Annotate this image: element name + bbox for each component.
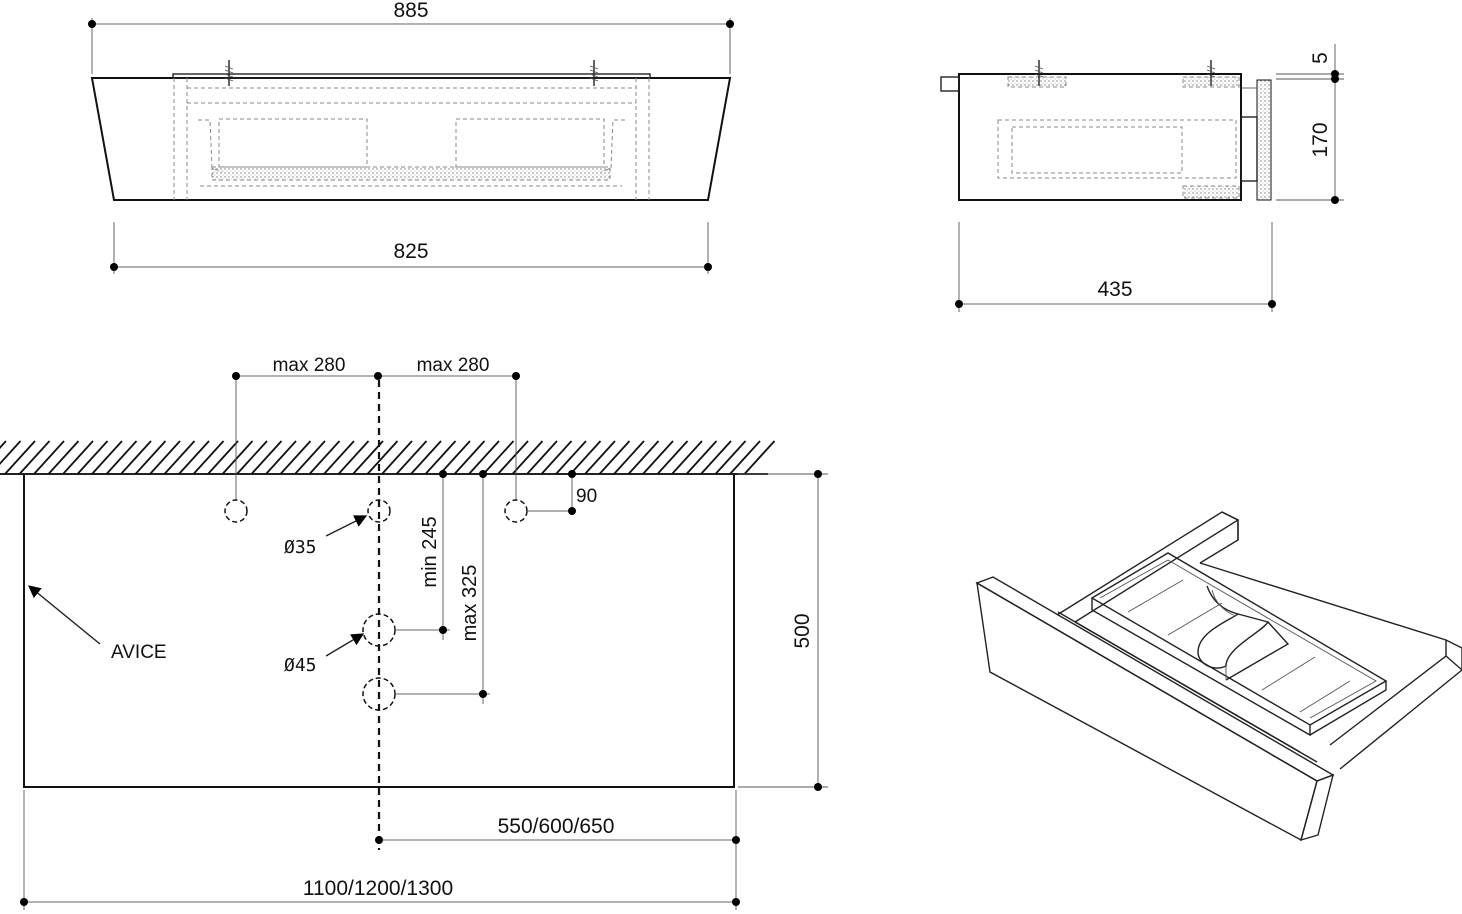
hatch-stroke <box>482 440 515 475</box>
hatch-stroke <box>308 440 341 475</box>
edge-offset-label: 90 <box>576 486 597 507</box>
wall-hatching <box>0 440 776 475</box>
left-spacing-label: max 280 <box>273 355 346 376</box>
hole-right <box>504 499 528 523</box>
hatch-stroke <box>323 440 355 475</box>
hatch-stroke <box>439 440 471 475</box>
front-bottom-dimension: 825 <box>393 240 428 263</box>
hatch-stroke <box>47 440 80 475</box>
hatch-stroke <box>642 440 674 475</box>
hatch-stroke <box>279 440 312 475</box>
hole-center-small <box>367 499 391 523</box>
hatch-stroke <box>613 440 645 475</box>
hatch-stroke <box>671 440 703 475</box>
hatch-stroke <box>540 440 573 475</box>
hatch-stroke <box>149 440 181 475</box>
right-spacing-label: max 280 <box>417 355 490 376</box>
hatch-stroke <box>468 440 500 475</box>
hatch-stroke <box>526 440 558 475</box>
hatch-stroke <box>207 440 239 475</box>
hatch-stroke <box>381 440 413 475</box>
hatch-stroke <box>76 440 109 475</box>
hatch-stroke <box>33 440 65 475</box>
hatch-stroke <box>294 440 326 475</box>
hatch-stroke <box>555 440 587 475</box>
side-height-dimension: 170 <box>1309 122 1332 157</box>
plan-view: max 280 max 280 90 min 245 max 325 Ø35 Ø <box>0 355 828 910</box>
hatch-stroke <box>0 440 7 449</box>
hatch-stroke <box>4 440 36 475</box>
hatch-stroke <box>656 440 689 475</box>
hatch-stroke <box>627 440 660 475</box>
hatch-stroke <box>410 440 442 475</box>
screw-icon <box>589 60 599 86</box>
hatch-stroke <box>120 440 152 475</box>
hatch-stroke <box>743 440 776 475</box>
screw-icon <box>224 60 234 86</box>
hatch-stroke <box>265 440 297 475</box>
hatch-stroke <box>250 440 283 475</box>
hatch-stroke <box>192 440 225 475</box>
hatch-stroke <box>337 440 370 475</box>
hatch-stroke <box>598 440 631 475</box>
hole-left <box>224 499 248 523</box>
hatch-stroke <box>453 440 486 475</box>
hatch-stroke <box>0 440 22 465</box>
hatch-stroke <box>221 440 254 475</box>
hatch-stroke <box>569 440 602 475</box>
hatch-stroke <box>163 440 196 475</box>
hatch-stroke <box>236 440 268 475</box>
total-width-label: 1100/1200/1300 <box>303 877 453 900</box>
small-hole-diameter-label: Ø35 <box>284 537 317 558</box>
large-hole-diameter-label: Ø45 <box>284 655 317 676</box>
hatch-stroke <box>178 440 210 475</box>
front-view: 885 825 <box>88 0 734 274</box>
hatch-stroke <box>134 440 167 475</box>
hatch-stroke <box>424 440 457 475</box>
hatch-stroke <box>511 440 544 475</box>
hatch-stroke <box>714 440 747 475</box>
min-height-label: min 245 <box>419 516 441 587</box>
hatch-stroke <box>497 440 529 475</box>
side-view: 5 170 435 <box>940 44 1344 312</box>
isometric-drawer <box>975 511 1462 842</box>
screw-icon <box>1034 60 1044 86</box>
hatch-stroke <box>584 440 616 475</box>
hatch-stroke <box>729 440 761 475</box>
wall-label: AVICE <box>111 642 167 663</box>
hole-large-upper <box>362 613 396 647</box>
hatch-stroke <box>105 440 138 475</box>
hatch-stroke <box>62 440 94 475</box>
side-top-dimension: 5 <box>1309 52 1332 64</box>
max-height-label: max 325 <box>459 565 481 642</box>
screw-icon <box>1206 60 1216 86</box>
hatch-stroke <box>700 440 732 475</box>
hatch-stroke <box>91 440 123 475</box>
hatch-stroke <box>395 440 428 475</box>
depth-label: 500 <box>791 613 814 648</box>
axis-offset-label: 550/600/650 <box>498 815 615 838</box>
side-bottom-dimension: 435 <box>1097 278 1132 301</box>
front-top-dimension: 885 <box>393 0 428 22</box>
hatch-stroke <box>685 440 718 475</box>
hatch-stroke <box>18 440 51 475</box>
hatch-stroke <box>366 440 399 475</box>
